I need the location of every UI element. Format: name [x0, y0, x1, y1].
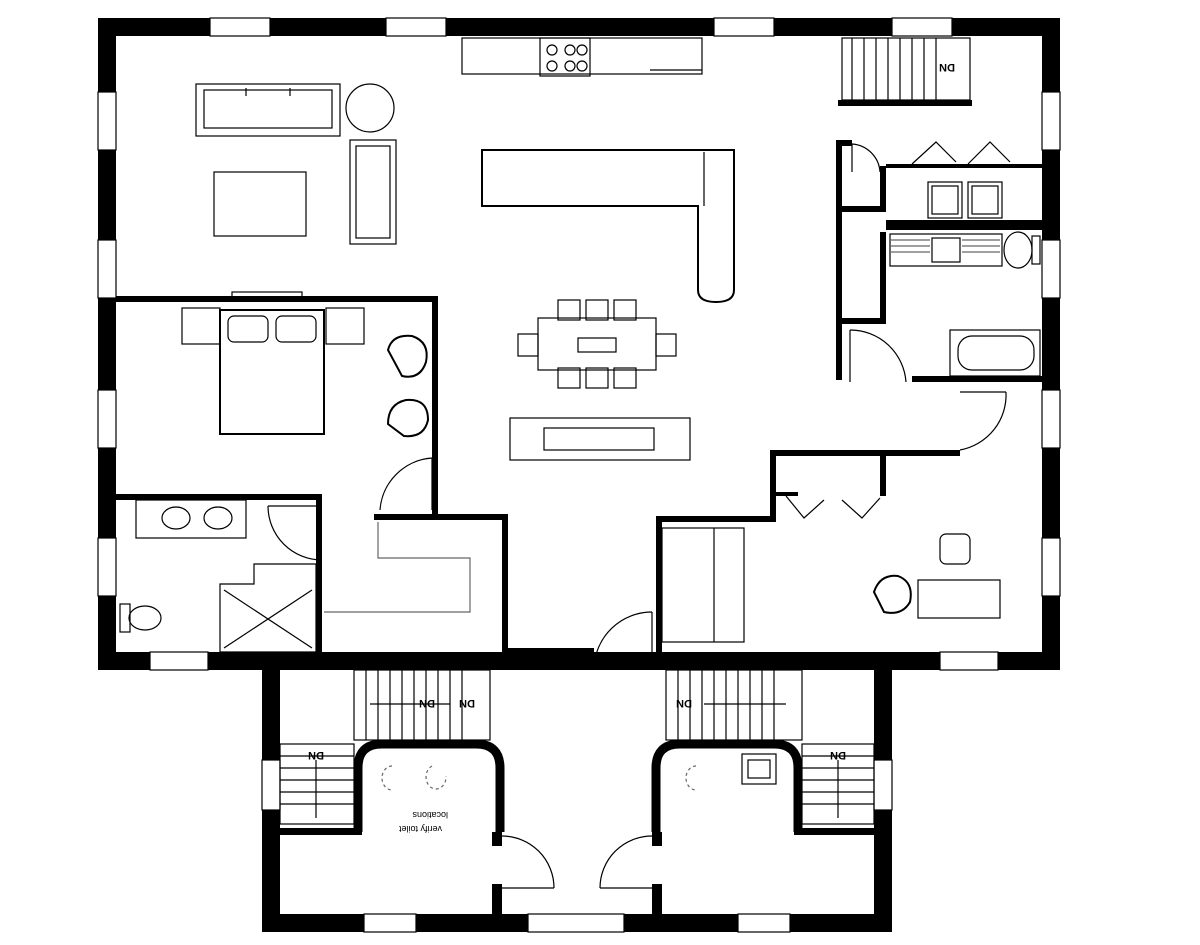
dining-table	[517, 299, 677, 389]
stair-label-lower-left-a: DN	[419, 697, 435, 709]
desk-chair	[939, 533, 971, 565]
bathtub	[949, 329, 1041, 377]
stair-label-lower-left-c: DN	[308, 749, 324, 761]
stair-label-lower-right-a: DN	[676, 697, 692, 709]
double-vanity	[135, 499, 247, 539]
windows	[97, 17, 1061, 933]
stair-lower-right	[665, 669, 875, 825]
stair-label-lower-right-b: DN	[830, 749, 846, 761]
desk	[917, 579, 1001, 619]
kitchen-counter	[461, 37, 703, 77]
media-console	[509, 417, 691, 461]
coffee-table	[213, 171, 307, 237]
interior-walls	[116, 100, 1042, 666]
doors	[267, 141, 1011, 889]
sofa	[195, 83, 341, 137]
bath-right-counter	[889, 233, 1003, 267]
lower-left-fixtures	[381, 765, 447, 791]
note-line-2: locations	[412, 810, 448, 820]
stair-label-lower-left-b: DN	[459, 697, 475, 709]
bed	[181, 291, 365, 435]
office-bed	[661, 527, 745, 643]
stair-upper	[841, 37, 971, 101]
shower	[219, 563, 317, 653]
office-armchair	[872, 574, 912, 614]
lower-wing-walls	[280, 739, 876, 916]
round-side-table	[345, 83, 395, 133]
closet-shelf	[324, 522, 471, 613]
lower-right-fixtures	[685, 753, 777, 791]
stair-label-upper: DN	[939, 61, 955, 73]
kitchen-island	[481, 149, 735, 304]
stair-lower-left	[279, 669, 491, 825]
toilet-left	[119, 603, 162, 633]
washer-dryer	[927, 181, 1003, 219]
note-line-1: verify toilet	[398, 824, 442, 834]
toilet-right	[1003, 231, 1041, 269]
armchairs	[386, 334, 430, 438]
loveseat	[349, 139, 397, 245]
